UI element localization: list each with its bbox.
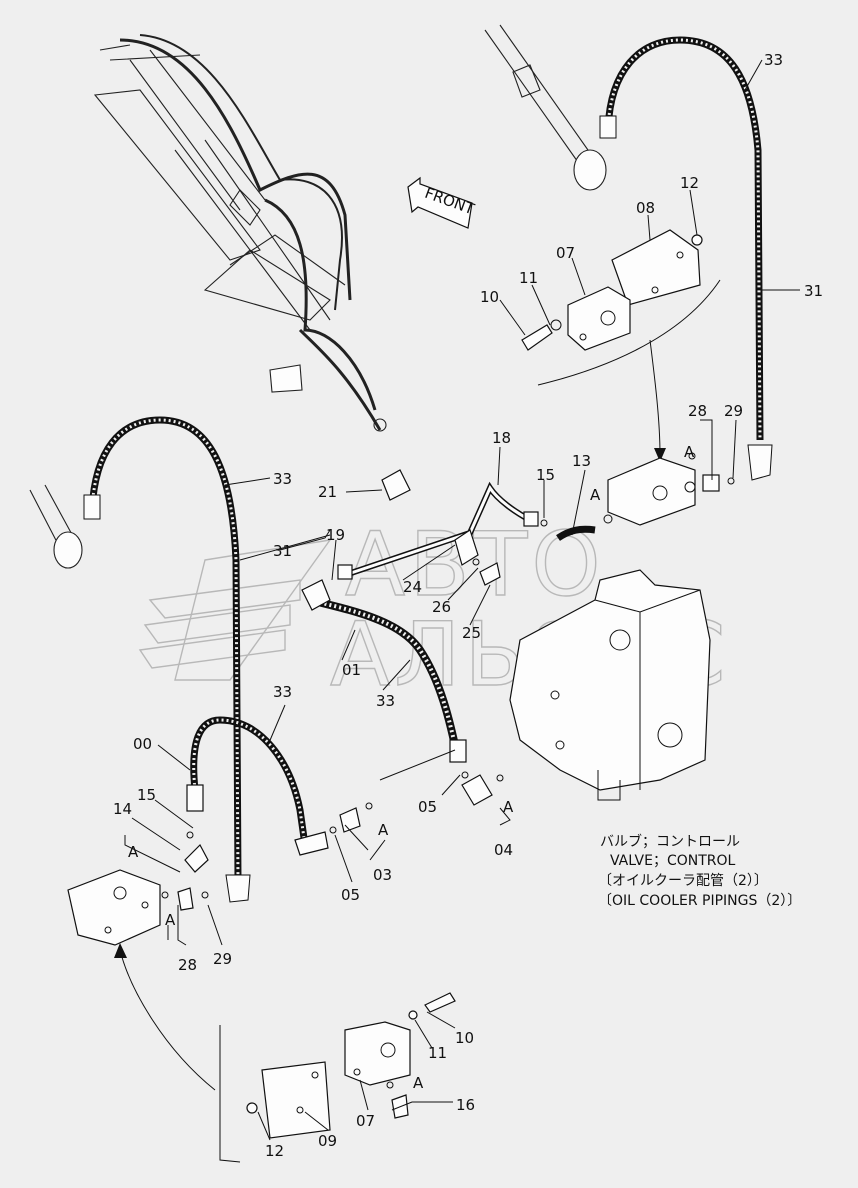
label-11-top: 11 [519, 269, 538, 287]
label-19: 19 [326, 526, 345, 544]
label-31-right: 31 [804, 282, 823, 300]
label-00: 00 [133, 735, 152, 753]
label-29-top: 29 [724, 402, 743, 420]
leader-lines [124, 59, 800, 1141]
label-24: 24 [403, 578, 422, 596]
label-25: 25 [462, 624, 481, 642]
label-13: 13 [572, 452, 591, 470]
callout-a-6: A [165, 911, 176, 929]
hose-00 [186, 716, 373, 856]
label-33-top: 33 [764, 51, 783, 69]
machine-frame [93, 34, 387, 432]
callouts-a: A A A A A A A [128, 443, 695, 1092]
label-33-low: 33 [273, 683, 292, 701]
label-12-bot: 12 [265, 1142, 284, 1160]
block-assembly-top [521, 229, 721, 462]
callout-a-5: A [128, 843, 139, 861]
caption-line4: 〔OIL COOLER PIPINGS（2）〕 [598, 893, 801, 909]
callout-a-3: A [378, 821, 389, 839]
hose-33-top [599, 36, 773, 481]
label-28-top: 28 [688, 402, 707, 420]
label-01: 01 [342, 661, 361, 679]
label-10-top: 10 [480, 288, 499, 306]
hose-33-left [83, 416, 251, 903]
control-valve [509, 569, 711, 801]
callout-a-2: A [590, 486, 601, 504]
label-16: 16 [456, 1096, 475, 1114]
caption-line1: バルブ；コントロール [600, 833, 740, 850]
label-18: 18 [492, 429, 511, 447]
label-28-low: 28 [178, 956, 197, 974]
control-lever [484, 24, 607, 191]
port-block-mid [603, 452, 735, 526]
block-assembly-bottom [219, 992, 456, 1163]
callout-a-7: A [413, 1074, 424, 1092]
label-12-top: 12 [680, 174, 699, 192]
label-03: 03 [373, 866, 392, 884]
label-33-mid: 33 [376, 692, 395, 710]
label-15-mid: 15 [536, 466, 555, 484]
caption-line3: 〔オイルクーラ配管（2）〕 [598, 873, 768, 889]
label-07-bot: 07 [356, 1112, 375, 1130]
pipe-18 [337, 469, 596, 586]
label-07-top: 07 [556, 244, 575, 262]
label-05-right: 05 [418, 798, 437, 816]
label-14: 14 [113, 800, 132, 818]
label-31-left: 31 [273, 542, 292, 560]
label-29-low: 29 [213, 950, 232, 968]
label-04: 04 [494, 841, 513, 859]
front-arrow: FRONT [407, 176, 477, 229]
label-08-top: 08 [636, 199, 655, 217]
port-block-bottom [67, 831, 216, 1091]
label-26: 26 [432, 598, 451, 616]
callout-a-1: A [684, 443, 695, 461]
label-21: 21 [318, 483, 337, 501]
label-05-low: 05 [341, 886, 360, 904]
caption: バルブ；コントロール VALVE；CONTROL 〔オイルクーラ配管（2）〕 〔… [598, 833, 801, 909]
callout-a-4: A [503, 798, 514, 816]
caption-line2: VALVE；CONTROL [610, 853, 736, 869]
part-labels: 33 12 08 07 11 10 31 18 21 15 13 28 29 3… [113, 51, 823, 1160]
left-lever [29, 484, 83, 569]
label-11-bot: 11 [428, 1044, 447, 1062]
label-15-low: 15 [137, 786, 156, 804]
label-33-left: 33 [273, 470, 292, 488]
label-09: 09 [318, 1132, 337, 1150]
hose-01 [301, 579, 504, 806]
label-10-bot: 10 [455, 1029, 474, 1047]
